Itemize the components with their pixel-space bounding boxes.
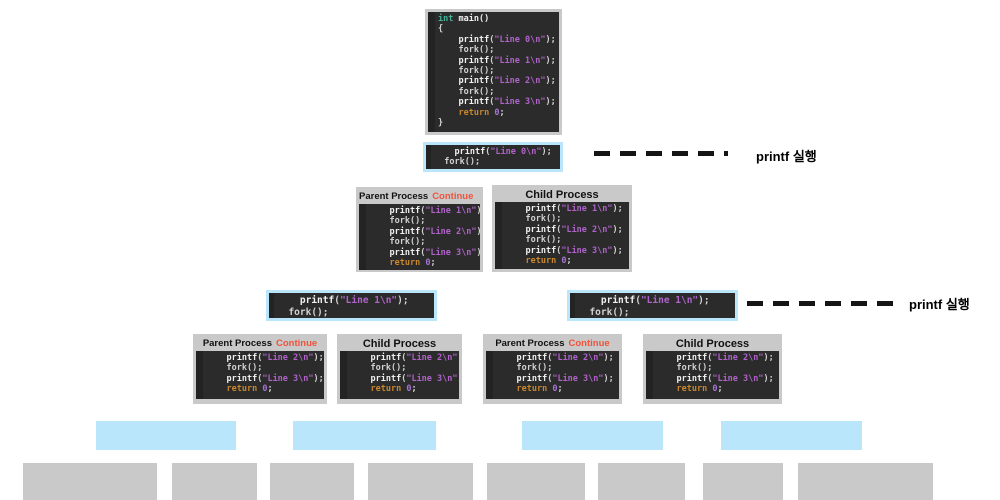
executed-snippet-line0-code: printf("Line 0\n"); fork(); <box>426 145 560 169</box>
child-process-card-l2: Child Process printf("Line 1\n"); fork()… <box>492 185 632 272</box>
parent-process-title: Parent Process Continue <box>196 337 324 351</box>
highlight-placeholder-2 <box>293 421 436 450</box>
continue-badge: Continue <box>276 338 318 349</box>
executed-snippet-line0: printf("Line 0\n"); fork(); <box>423 142 563 172</box>
exec-dash-line-2 <box>747 301 903 306</box>
child-process-card-l3b: Child Process printf("Line 2\n"); fork()… <box>643 334 782 404</box>
process-placeholder-6 <box>598 463 685 500</box>
main-code-block: int main(){ printf("Line 0\n"); fork(); … <box>428 12 559 132</box>
child-process-title: Child Process <box>362 338 437 350</box>
child-process-title: Child Process <box>675 338 750 350</box>
executed-snippet-line1-parent-code: printf("Line 1\n"); fork(); <box>269 293 434 318</box>
parent-l2-code-block: printf("Line 1\n"); fork(); printf("Line… <box>359 204 480 270</box>
parent-l3a-code-block: printf("Line 2\n"); fork(); printf("Line… <box>196 351 324 399</box>
child-l3a-code-block: printf("Line 2\n"); fork(); printf("Line… <box>340 351 459 399</box>
highlight-placeholder-1 <box>96 421 236 450</box>
printf-exec-label-2: printf 실행 <box>909 297 970 312</box>
exec-dash-line-1 <box>594 151 728 156</box>
child-l3b-code-block: printf("Line 2\n"); fork(); printf("Line… <box>646 351 779 399</box>
process-placeholder-1 <box>23 463 157 500</box>
process-placeholder-2 <box>172 463 257 500</box>
child-l2-code-block: printf("Line 1\n"); fork(); printf("Line… <box>495 202 629 269</box>
process-placeholder-3 <box>270 463 354 500</box>
highlight-placeholder-3 <box>522 421 663 450</box>
executed-snippet-line1-child: printf("Line 1\n"); fork(); <box>567 290 738 321</box>
printf-exec-label-1: printf 실행 <box>756 149 817 164</box>
continue-badge: Continue <box>432 191 474 202</box>
parent-l3b-code-block: printf("Line 2\n"); fork(); printf("Line… <box>486 351 619 399</box>
child-process-title: Child Process <box>525 189 599 201</box>
executed-snippet-line1-child-code: printf("Line 1\n"); fork(); <box>570 293 735 318</box>
main-program-card: int main(){ printf("Line 0\n"); fork(); … <box>425 9 562 135</box>
highlight-placeholder-4 <box>721 421 862 450</box>
process-placeholder-7 <box>703 463 783 500</box>
continue-badge: Continue <box>568 338 610 349</box>
process-placeholder-4 <box>368 463 473 500</box>
executed-snippet-line1-parent: printf("Line 1\n"); fork(); <box>266 290 437 321</box>
parent-process-label: Parent Process <box>202 338 272 349</box>
parent-process-label: Parent Process <box>495 338 565 349</box>
process-placeholder-8 <box>798 463 933 500</box>
process-placeholder-5 <box>487 463 585 500</box>
parent-process-label: Parent Process <box>359 191 429 202</box>
parent-process-card-l3a: Parent Process Continue printf("Line 2\n"… <box>193 334 327 404</box>
child-process-card-l3a: Child Process printf("Line 2\n"); fork()… <box>337 334 462 404</box>
